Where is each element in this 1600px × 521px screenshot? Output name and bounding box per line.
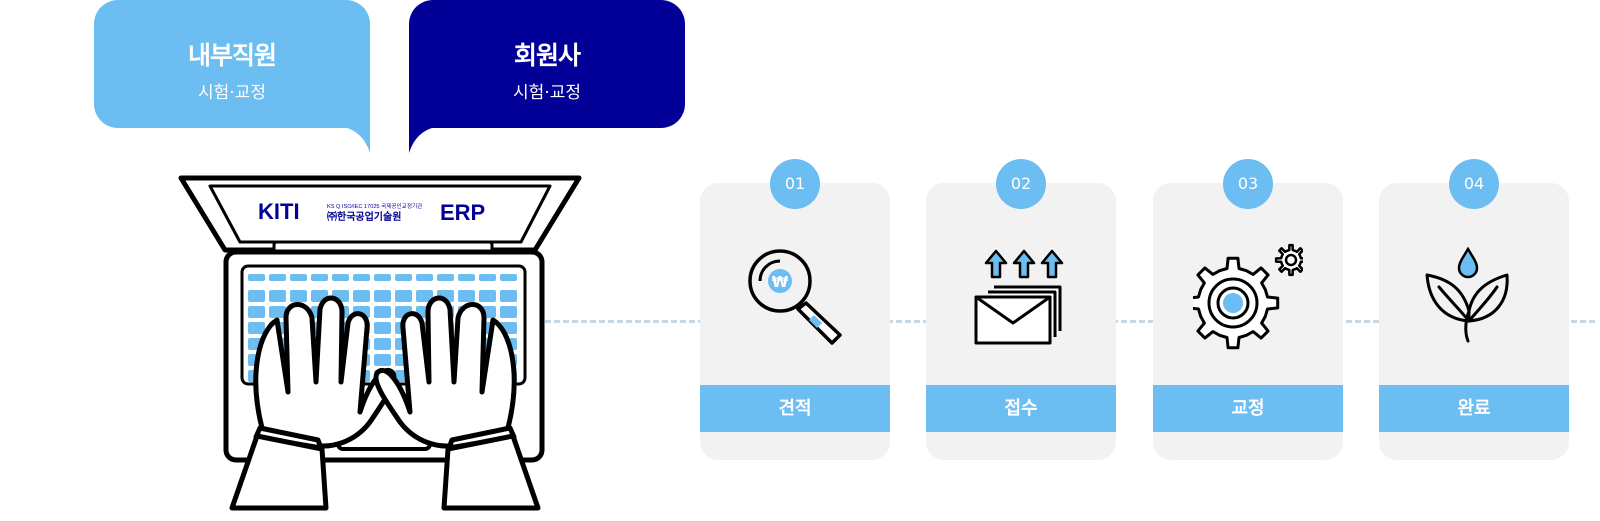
magnifier-won-icon: ₩	[748, 249, 842, 345]
member-company-title: 회원사	[513, 41, 581, 70]
step-number-badge: 01	[770, 159, 820, 209]
step-card-complete: 04 완료	[1379, 159, 1569, 460]
envelope-upload-icon	[974, 249, 1064, 345]
step-label: 견적	[700, 385, 890, 432]
step-label: 접수	[926, 385, 1116, 432]
screen-company-name: ㈜한국공업기술원	[327, 210, 401, 223]
member-company-bubble: 회원사 시험·교정	[409, 0, 685, 128]
internal-bubble-tail	[343, 127, 370, 153]
step-card-quote: 01 ₩ 견적	[700, 159, 890, 460]
screen-erp-label: ERP	[440, 200, 485, 225]
screen-cert-text: KS Q ISO/IEC 17025 국제공인교정기관	[327, 202, 422, 210]
screen-logo-kiti: KITI	[258, 199, 300, 224]
step-card-receipt: 02 접수	[926, 159, 1116, 460]
step-card-calibration: 03 교정	[1153, 159, 1343, 460]
step-number-badge: 03	[1223, 159, 1273, 209]
laptop-illustration: KITI KS Q ISO/IEC 17025 국제공인교정기관 ㈜한국공업기술…	[178, 175, 582, 511]
step-number-badge: 02	[996, 159, 1046, 209]
svg-text:₩: ₩	[772, 273, 789, 291]
member-company-subtitle: 시험·교정	[513, 83, 581, 103]
internal-staff-subtitle: 시험·교정	[198, 83, 266, 103]
internal-staff-bubble: 내부직원 시험·교정	[94, 0, 370, 128]
internal-staff-title: 내부직원	[187, 41, 277, 70]
member-bubble-tail	[409, 127, 436, 153]
step-label: 교정	[1153, 385, 1343, 432]
gear-icon	[1193, 243, 1303, 350]
sprout-icon	[1425, 246, 1509, 343]
step-number-badge: 04	[1449, 159, 1499, 209]
step-label: 완료	[1379, 385, 1569, 432]
